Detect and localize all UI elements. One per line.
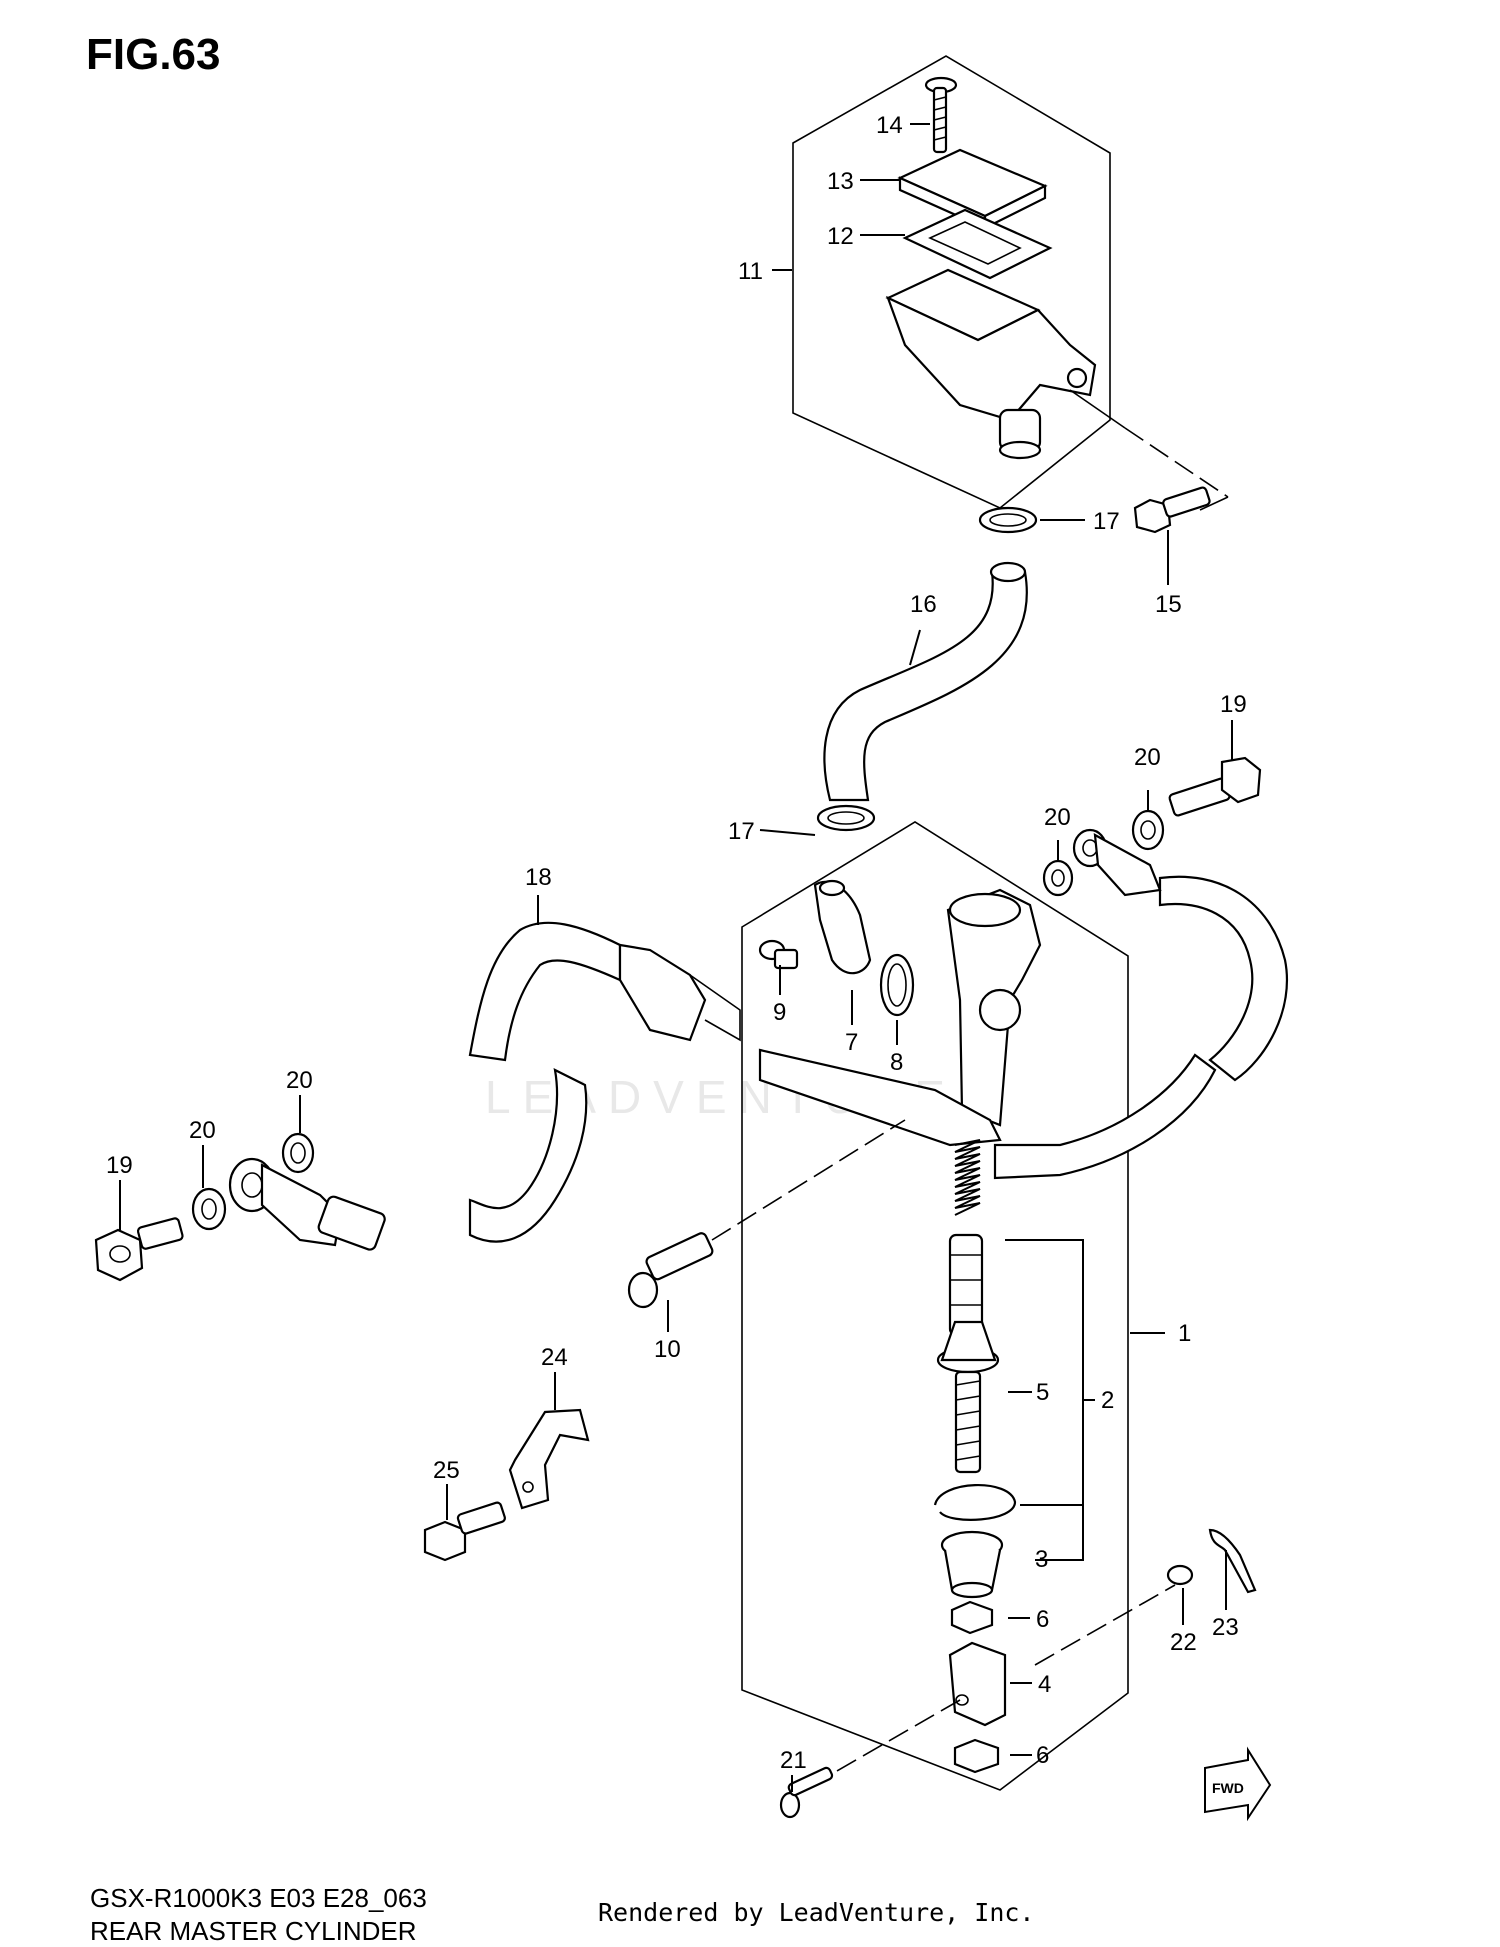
hose-clamp-bottom-icon bbox=[816, 804, 876, 832]
washer-left-inner-icon bbox=[281, 1132, 315, 1174]
clevis-pin-icon bbox=[779, 1766, 834, 1819]
callout-23: 23 bbox=[1212, 1614, 1239, 1641]
diaphragm-icon bbox=[902, 208, 1053, 280]
callout-20-right-inner: 20 bbox=[1044, 804, 1071, 831]
callout-9: 9 bbox=[773, 999, 786, 1026]
brake-hose-left-upper-icon bbox=[468, 921, 622, 1062]
callout-12: 12 bbox=[827, 223, 854, 250]
callout-1: 1 bbox=[1178, 1320, 1191, 1347]
callout-20-left-outer: 20 bbox=[189, 1117, 216, 1144]
union-7-icon bbox=[813, 880, 872, 975]
callout-10: 10 bbox=[654, 1336, 681, 1363]
reservoir-hose-icon bbox=[823, 570, 1028, 802]
piston-icon bbox=[948, 1233, 984, 1337]
reservoir-body-icon bbox=[885, 268, 1097, 460]
callout-19-left: 19 bbox=[106, 1152, 133, 1179]
callout-24: 24 bbox=[541, 1344, 568, 1371]
callout-16: 16 bbox=[910, 591, 937, 618]
dust-boot-icon bbox=[940, 1530, 1004, 1599]
figure-title: FIG.63 bbox=[86, 30, 221, 79]
master-cylinder-group-frame bbox=[741, 821, 1129, 1791]
hose-clamp-top-icon bbox=[978, 506, 1038, 534]
bolt-25-icon bbox=[423, 1501, 506, 1562]
callout-13: 13 bbox=[827, 168, 854, 195]
master-cylinder-body-icon bbox=[758, 888, 1042, 1147]
forward-direction-badge: FWD bbox=[1204, 1746, 1272, 1822]
callout-15: 15 bbox=[1155, 591, 1182, 618]
washer-right-outer-icon bbox=[1131, 809, 1165, 851]
clevis-icon bbox=[948, 1641, 1007, 1727]
callout-22: 22 bbox=[1170, 1629, 1197, 1656]
callout-14: 14 bbox=[876, 112, 903, 139]
callout-2: 2 bbox=[1101, 1387, 1114, 1414]
callout-21: 21 bbox=[780, 1747, 807, 1774]
callout-8: 8 bbox=[890, 1049, 903, 1076]
callout-20-right-outer: 20 bbox=[1134, 744, 1161, 771]
callout-4: 4 bbox=[1038, 1671, 1051, 1698]
forward-direction-label: FWD bbox=[1212, 1780, 1244, 1796]
screw-14-icon bbox=[924, 76, 958, 154]
nut-upper-icon bbox=[950, 1600, 994, 1635]
rendered-by-credit: Rendered by LeadVenture, Inc. bbox=[598, 1898, 1035, 1927]
callout-5: 5 bbox=[1036, 1379, 1049, 1406]
diagram-name: REAR MASTER CYLINDER bbox=[90, 1916, 417, 1946]
o-ring-8-icon bbox=[879, 953, 915, 1017]
callout-3: 3 bbox=[1035, 1546, 1048, 1573]
callout-19-right: 19 bbox=[1220, 691, 1247, 718]
reservoir-group-frame bbox=[792, 55, 1111, 509]
callout-11: 11 bbox=[738, 258, 763, 285]
washer-right-inner-icon bbox=[1042, 859, 1074, 897]
banjo-fitting-right-icon bbox=[1072, 828, 1162, 897]
nut-lower-icon bbox=[953, 1738, 1000, 1774]
callout-18: 18 bbox=[525, 864, 552, 891]
callout-7: 7 bbox=[845, 1029, 858, 1056]
bracket-icon bbox=[508, 1408, 590, 1510]
return-spring-icon bbox=[954, 1139, 981, 1216]
circlip-icon bbox=[933, 1484, 1017, 1521]
callout-17-top: 17 bbox=[1093, 508, 1120, 535]
banjo-bolt-right-icon bbox=[1168, 756, 1262, 817]
push-rod-icon bbox=[936, 1320, 1000, 1474]
callout-20-left-inner: 20 bbox=[286, 1067, 313, 1094]
banjo-bolt-left-icon bbox=[94, 1217, 184, 1282]
cotter-pin-icon bbox=[1208, 1528, 1257, 1594]
callout-6-upper: 6 bbox=[1036, 1606, 1049, 1633]
bolt-10-icon bbox=[627, 1232, 714, 1309]
bolt-15-icon bbox=[1133, 486, 1211, 534]
callout-6-lower: 6 bbox=[1036, 1742, 1049, 1769]
banjo-fitting-left-icon bbox=[228, 1157, 386, 1251]
brake-hose-right-icon bbox=[1158, 875, 1289, 1082]
screw-9-icon bbox=[758, 939, 799, 970]
callout-17-bottom: 17 bbox=[728, 818, 755, 845]
washer-22-icon bbox=[1166, 1564, 1194, 1586]
washer-left-outer-icon bbox=[191, 1187, 227, 1231]
brake-hose-left-lower-icon bbox=[468, 1068, 588, 1243]
callout-25: 25 bbox=[433, 1457, 460, 1484]
diagram-code: GSX-R1000K3 E03 E28_063 bbox=[90, 1883, 427, 1913]
